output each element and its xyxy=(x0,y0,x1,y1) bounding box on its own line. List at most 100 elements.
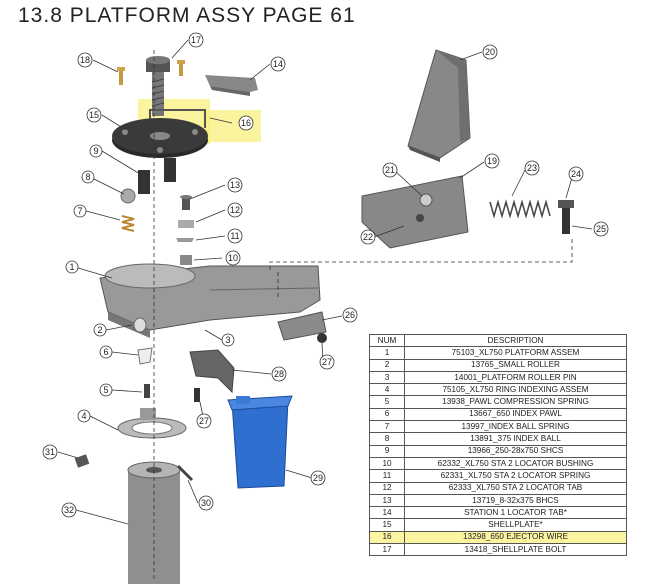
part-num: 13 xyxy=(369,493,405,508)
ejector-wire xyxy=(149,109,206,128)
chute-bracket xyxy=(189,349,235,394)
part-num: 15 xyxy=(369,518,405,532)
part-description: 13891_375 INDEX BALL xyxy=(404,432,627,446)
callout-label: 17 xyxy=(191,35,201,45)
callout-32 xyxy=(61,502,77,518)
callout-label: 9 xyxy=(93,146,98,156)
part-description: 13418_SHELLPLATE BOLT xyxy=(404,543,627,557)
callout-27a xyxy=(196,413,212,429)
callout-27b xyxy=(319,354,335,370)
callout-label: 21 xyxy=(385,165,395,175)
part-num: 2 xyxy=(369,358,405,372)
part-description: 75103_XL750 PLATFORM ASSEM xyxy=(404,346,627,360)
callout-label: 28 xyxy=(274,369,284,379)
part-num: 11 xyxy=(369,469,405,483)
callout-label: 6 xyxy=(103,347,108,357)
pawl-spring xyxy=(144,384,150,398)
callout-10 xyxy=(225,250,241,266)
callout-label: 23 xyxy=(527,163,537,173)
platform-assembly xyxy=(99,263,321,338)
part-num: 7 xyxy=(369,420,405,434)
part-description: 13719_8-32x375 BHCS xyxy=(404,493,627,508)
callout-label: 20 xyxy=(485,47,495,57)
station-2-locator-parts xyxy=(176,195,194,265)
callout-21 xyxy=(382,162,398,178)
callout-label: 30 xyxy=(201,498,211,508)
callout-label: 13 xyxy=(230,180,240,190)
platform-bracket xyxy=(277,311,327,341)
callout-label: 29 xyxy=(313,473,323,483)
callout-12 xyxy=(227,202,243,218)
callout-22 xyxy=(360,229,376,245)
part-description: 62331_XL750 STA 2 LOCATOR SPRING xyxy=(404,469,627,483)
set-screw xyxy=(74,454,90,468)
callout-label: 27 xyxy=(199,416,209,426)
callout-label: 11 xyxy=(230,231,239,241)
part-description: 62332_XL750 STA 2 LOCATOR BUSHING xyxy=(404,456,627,471)
part-num: 1 xyxy=(369,346,405,360)
part-num: 8 xyxy=(369,432,405,446)
station-1-locator-tab xyxy=(205,75,258,96)
callout-label: 19 xyxy=(487,156,497,166)
callout-7 xyxy=(73,204,87,218)
column-header-description: DESCRIPTION xyxy=(404,333,627,348)
part-num: 5 xyxy=(369,395,405,409)
part-description: 75105_XL750 RING INDEXING ASSEM xyxy=(404,383,627,397)
part-description: 62333_XL750 STA 2 LOCATOR TAB xyxy=(404,481,627,495)
assembly-guide-lines xyxy=(153,50,573,580)
part-description: SHELLPLATE* xyxy=(404,518,627,532)
callout-9 xyxy=(89,144,103,158)
callout-label: 22 xyxy=(363,232,373,242)
part-num: 6 xyxy=(369,407,405,422)
part-num: 16 xyxy=(369,530,405,545)
part-num: 10 xyxy=(369,456,405,471)
callout-label: 10 xyxy=(228,253,238,263)
callout-23 xyxy=(524,160,540,176)
pawl-spring-long xyxy=(489,199,551,219)
locator-pin xyxy=(558,200,574,234)
callout-label: 18 xyxy=(80,55,90,65)
callout-17 xyxy=(188,32,204,48)
part-description: 13938_PAWL COMPRESSION SPRING xyxy=(404,395,627,409)
cartridge-bin xyxy=(227,395,293,489)
small-roller xyxy=(133,317,147,333)
callout-31 xyxy=(42,444,58,460)
callout-3 xyxy=(221,333,235,347)
callout-label: 12 xyxy=(230,205,240,215)
callout-19 xyxy=(484,153,500,169)
bracket-bolt xyxy=(194,388,200,402)
index-ball xyxy=(120,188,136,204)
callout-label: 27 xyxy=(322,357,332,367)
part-num: 3 xyxy=(369,370,405,385)
page-title: 13.8 PLATFORM ASSY PAGE 61 xyxy=(18,4,356,27)
callout-label: 8 xyxy=(85,172,90,182)
shellplate xyxy=(112,118,208,158)
callout-4 xyxy=(77,409,91,423)
index-pawl xyxy=(137,347,153,365)
callout-label: 2 xyxy=(97,325,102,335)
bracket-bolt-head xyxy=(317,333,327,343)
ring-indexing-assembly xyxy=(117,408,187,439)
shellplate-screws xyxy=(117,60,185,85)
part-num: 14 xyxy=(369,506,405,520)
callout-label: 5 xyxy=(103,385,108,395)
callout-label: 7 xyxy=(77,206,82,216)
callout-1 xyxy=(65,260,79,274)
callout-14 xyxy=(270,56,286,72)
callout-label: 15 xyxy=(89,110,99,120)
part-num: 12 xyxy=(369,481,405,495)
